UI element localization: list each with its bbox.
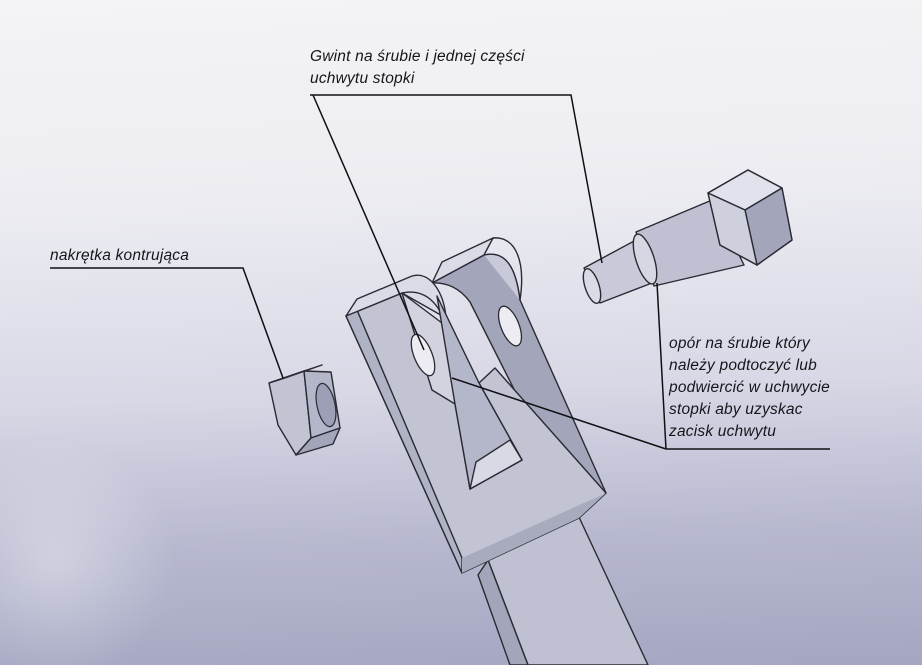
lock-nut [268,364,341,456]
callout-shoulder-line-2: należy podtoczyć lub [669,357,817,374]
clevis-hole-front [410,333,436,377]
callout-thread-line-1: Gwint na śrubie i jednej części [310,48,525,65]
callout-shoulder-line-4: stopki aby uzyskac [669,401,803,418]
callout-shoulder-line-3: podwiercić w uchwycie [669,379,830,396]
callout-shoulder: opór na śrubie który należy podtoczyć lu… [669,333,830,443]
callout-thread-line-2: uchwytu stopki [310,70,415,87]
callout-shoulder-line-1: opór na śrubie który [669,335,810,352]
clevis-hole-rear [497,305,523,347]
leader-line-thread-to-bracket [310,94,603,264]
foot-bracket-clevis [345,237,607,574]
callout-locknut: nakrętka kontrująca [50,245,189,267]
leader-line-locknut [50,267,284,379]
leader-line-thread-to-bolt [312,94,425,351]
callout-locknut-line-1: nakrętka kontrująca [50,247,190,264]
lock-nut-bore [315,382,337,428]
leader-line-shoulder-to-bolt [656,282,667,450]
callout-thread: Gwint na śrubie i jednej części uchwytu … [310,46,525,90]
bolt [582,169,793,304]
leader-line-shoulder-to-bracket [451,377,667,450]
leader-lines [50,94,830,450]
background-flare [0,440,175,665]
callout-shoulder-line-5: zacisk uchwytu [669,423,777,440]
